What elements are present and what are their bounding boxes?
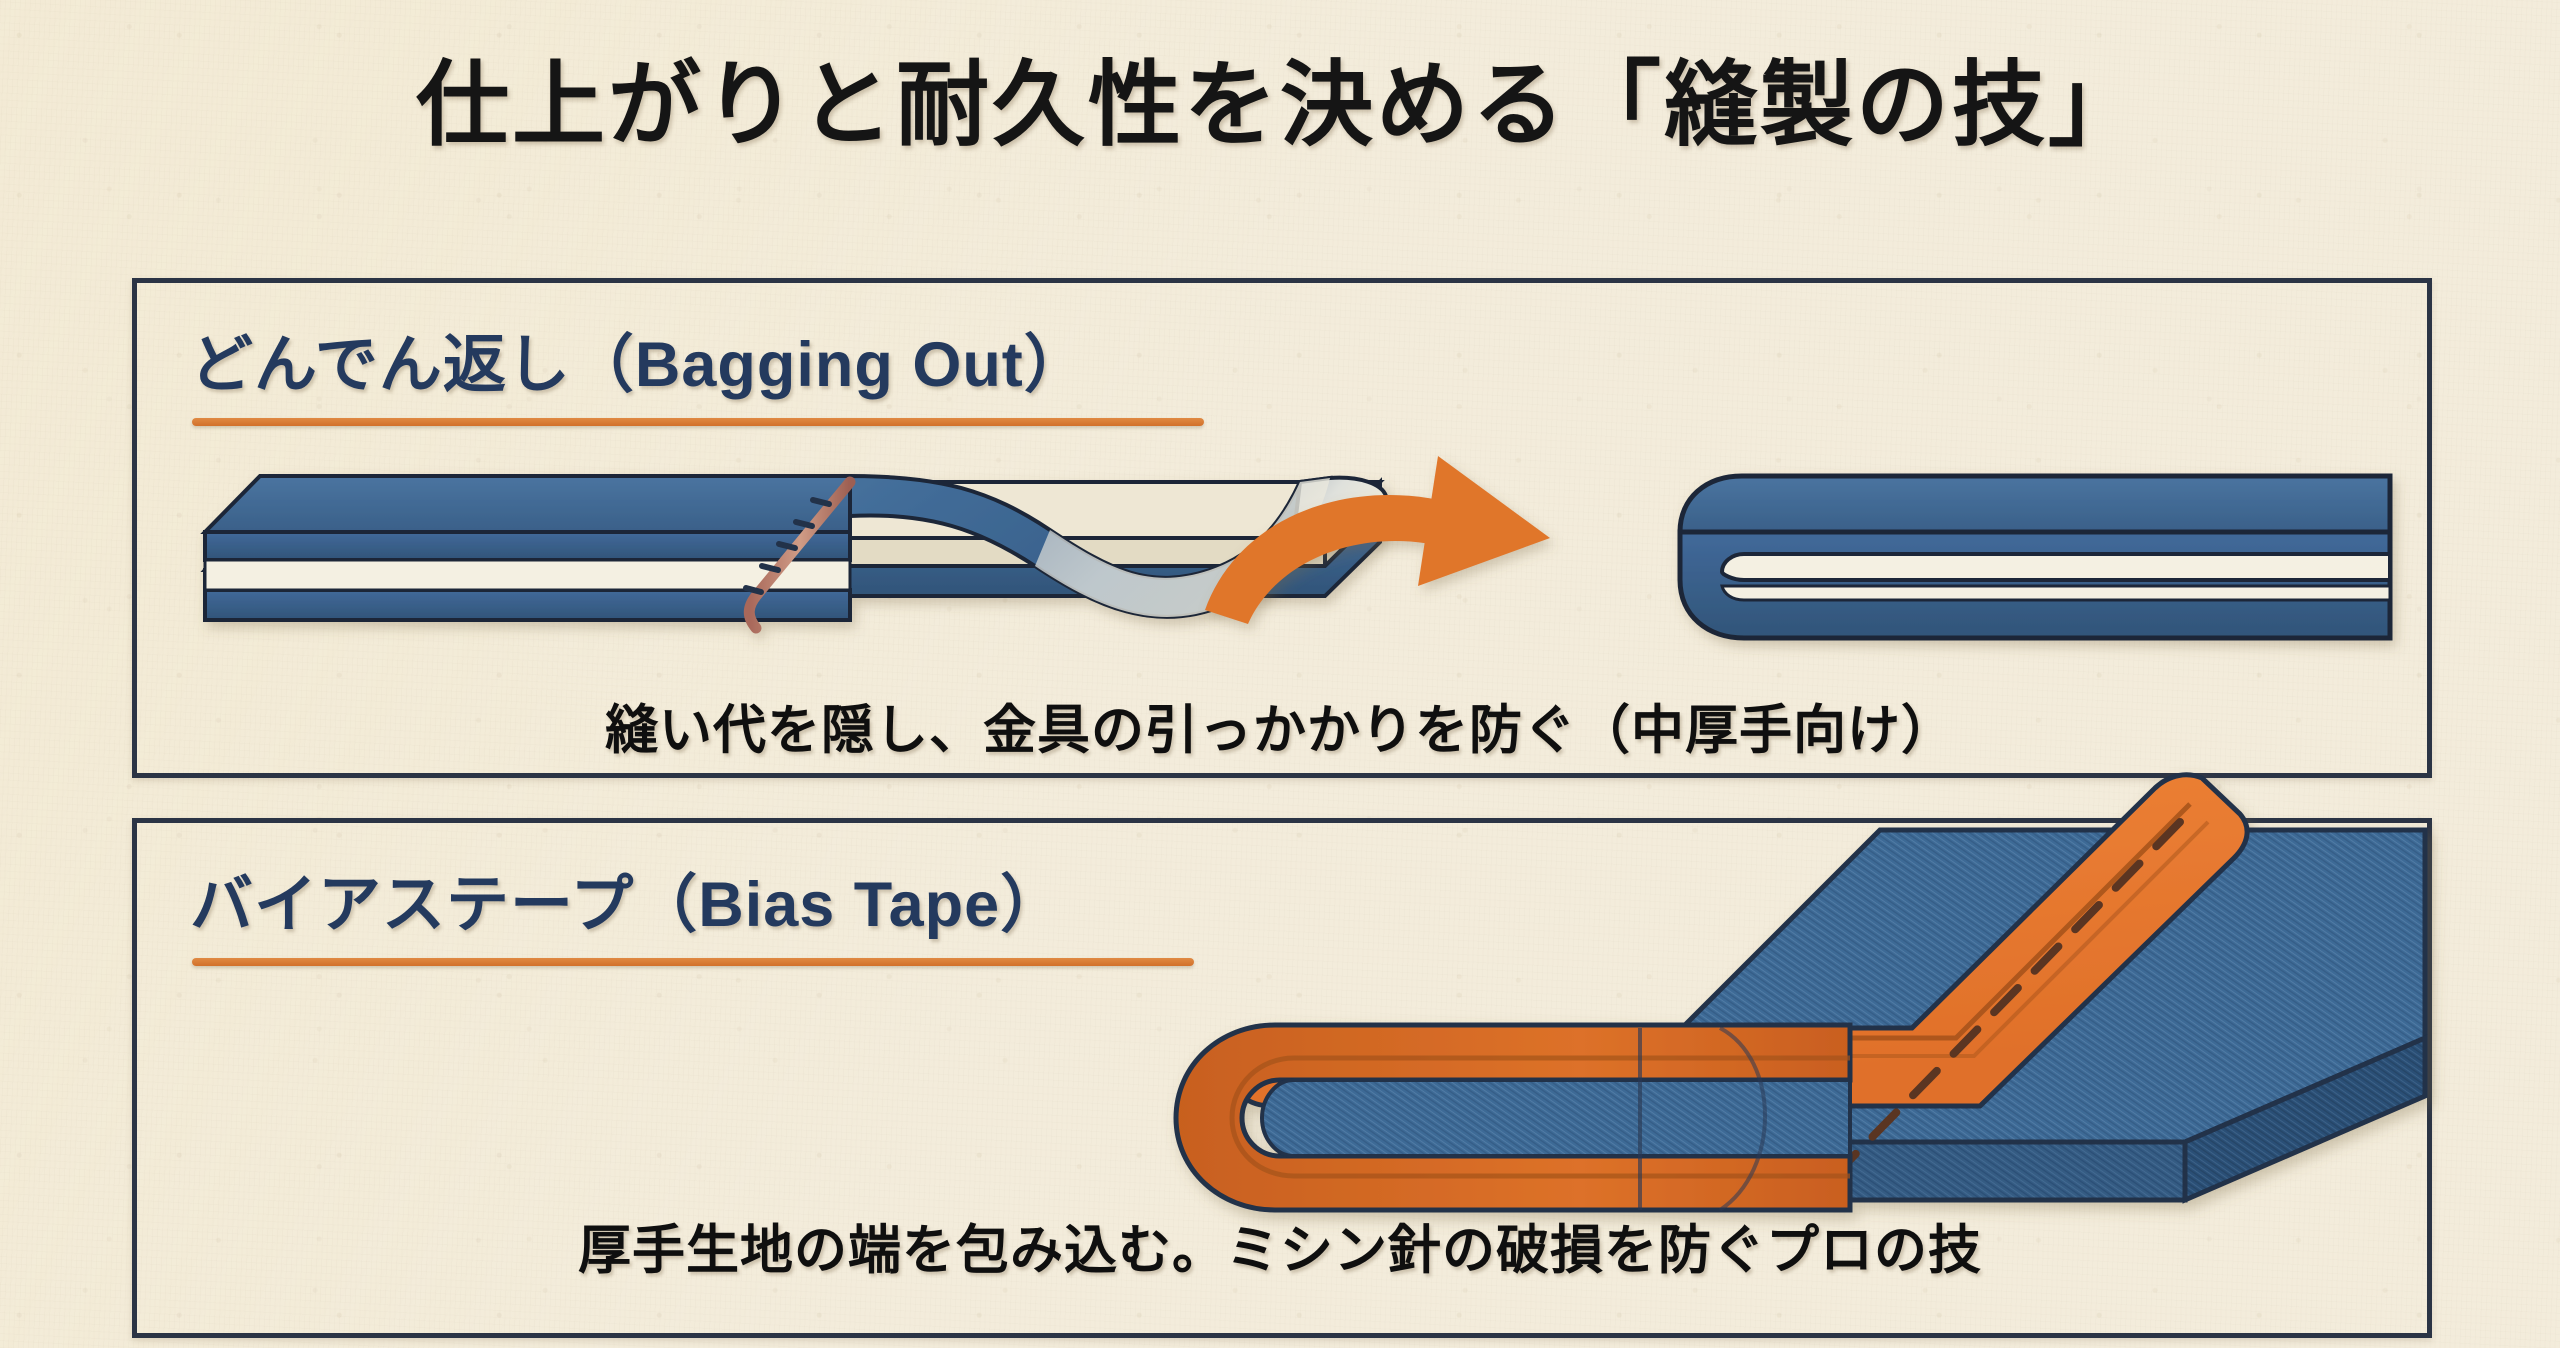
denim-inside-wrap	[1259, 1078, 1852, 1158]
denim-side-face	[2182, 1034, 2428, 1204]
heading-underline-bagging-out	[192, 418, 1204, 426]
bagging-out-illustration	[150, 420, 2420, 680]
panel-caption-bagging-out: 縫い代を隠し、金具の引っかかりを防ぐ（中厚手向け）	[605, 701, 1955, 760]
process-arrow	[1205, 456, 1550, 624]
panel-caption-bias-tape: 厚手生地の端を包み込む。ミシン針の破損を防ぐプロの技	[578, 1221, 1982, 1280]
heading-underline-bias-tape	[192, 958, 1194, 966]
bagging-finished-result	[1677, 473, 2393, 641]
bias-tape-wrap	[1173, 1022, 1853, 1213]
page-title: 仕上がりと耐久性を決める「縫製の技」	[416, 53, 2144, 157]
bias-tape-illustration	[1080, 770, 2480, 1240]
bagging-stacked-layers	[200, 473, 1389, 634]
panel-heading-bagging-out: どんでん返し（Bagging Out）	[190, 330, 1088, 400]
bias-tape-topstitch	[1836, 818, 2184, 1174]
panel-bagging-out	[132, 278, 2432, 778]
seam-stitch-ticks	[743, 497, 832, 595]
panel-heading-bias-tape: バイアステープ（Bias Tape）	[190, 870, 1065, 940]
panel-bias-tape	[132, 818, 2432, 1338]
